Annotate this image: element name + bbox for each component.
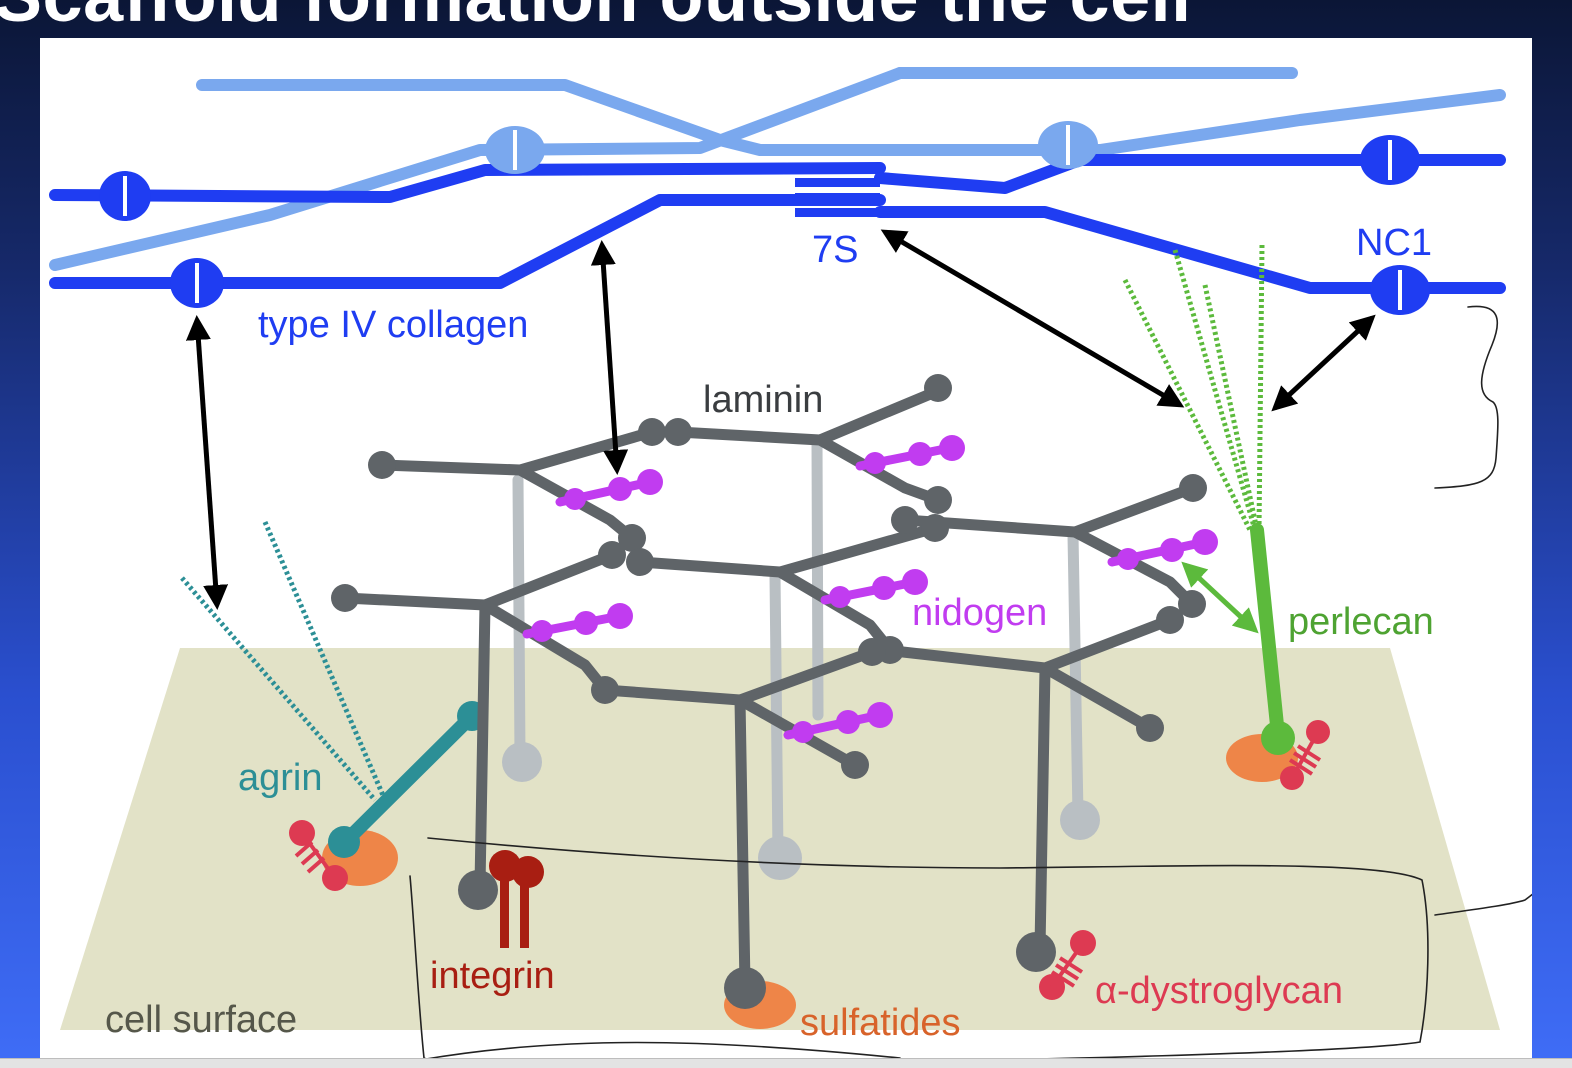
label-integrin: integrin: [430, 955, 555, 997]
dystroglycan-perlecan: [1280, 720, 1330, 790]
label-type-iv-collagen: type IV collagen: [258, 304, 528, 346]
hand-loop-bottom-inner: [419, 1041, 901, 1061]
nc1-knob-1: [99, 171, 151, 221]
arrow-collagen-laminin: [590, 240, 629, 475]
label-alpha-dystroglycan: α-dystroglycan: [1095, 970, 1343, 1012]
nc1-knob-light-1: [485, 126, 545, 174]
nc1-knob-3: [1360, 135, 1420, 185]
nidogen-2: [855, 435, 965, 474]
label-agrin: agrin: [238, 757, 323, 799]
nidogen-4: [820, 569, 928, 608]
dystroglycan-laminin: [1039, 930, 1096, 1000]
diagram-labels: type IV collagen 7S NC1 laminin nidogen …: [105, 222, 1434, 1044]
interaction-arrows: [185, 229, 1376, 610]
collagen-light-strand-1: [196, 79, 1506, 156]
nidogen-molecules: [522, 435, 1218, 743]
dystroglycan-agrin: [289, 820, 348, 891]
nidogen-1: [555, 469, 663, 510]
arrow-nc1-perlecan: [1271, 314, 1376, 412]
nidogen-6: [783, 702, 893, 743]
arrow-nidogen-perlecan: [1181, 561, 1259, 634]
diagram-panel: type IV collagen 7S NC1 laminin nidogen …: [40, 38, 1532, 1068]
nc1-knob-2: [170, 258, 224, 308]
arrow-7s-perlecan: [880, 229, 1185, 408]
label-7s: 7S: [812, 229, 858, 271]
collagen-light-strand-3: [49, 67, 906, 271]
nc1-knob-4: [1370, 265, 1430, 315]
hand-arrow-tail: [1434, 893, 1532, 916]
collagen-strand-bottom: [49, 194, 886, 289]
label-laminin: laminin: [703, 379, 823, 421]
laminin-foot-knob: [724, 967, 766, 1009]
hand-brace-right: [1434, 305, 1499, 489]
type-iv-collagen-network: [49, 67, 1506, 294]
slide-title: Scaffold formation outside the cell: [0, 0, 1192, 38]
label-cell-surface: cell surface: [105, 999, 297, 1041]
collagen-strand-top-right: [874, 154, 1506, 194]
7s-domain-bar-2: [795, 193, 880, 202]
nidogen-5: [522, 603, 633, 642]
window-bottom-edge: [0, 1058, 1572, 1068]
collagen-strand-top: [49, 162, 886, 203]
arrow-collagen-agrin: [185, 315, 229, 610]
integrin-receptor: [489, 850, 544, 948]
label-nc1: NC1: [1356, 222, 1432, 264]
basement-membrane-diagram: type IV collagen 7S NC1 laminin nidogen …: [49, 67, 1532, 1064]
nidogen-3: [1107, 529, 1218, 570]
7s-domain-bar-1: [795, 178, 880, 187]
label-perlecan: perlecan: [1288, 601, 1434, 643]
label-sulfatides: sulfatides: [800, 1002, 961, 1044]
perlecan: [1122, 244, 1298, 782]
nc1-domains: [99, 121, 1430, 315]
label-nidogen: nidogen: [912, 592, 1047, 634]
7s-domain-bar-3: [795, 208, 880, 217]
nc1-knob-light-2: [1038, 121, 1098, 169]
